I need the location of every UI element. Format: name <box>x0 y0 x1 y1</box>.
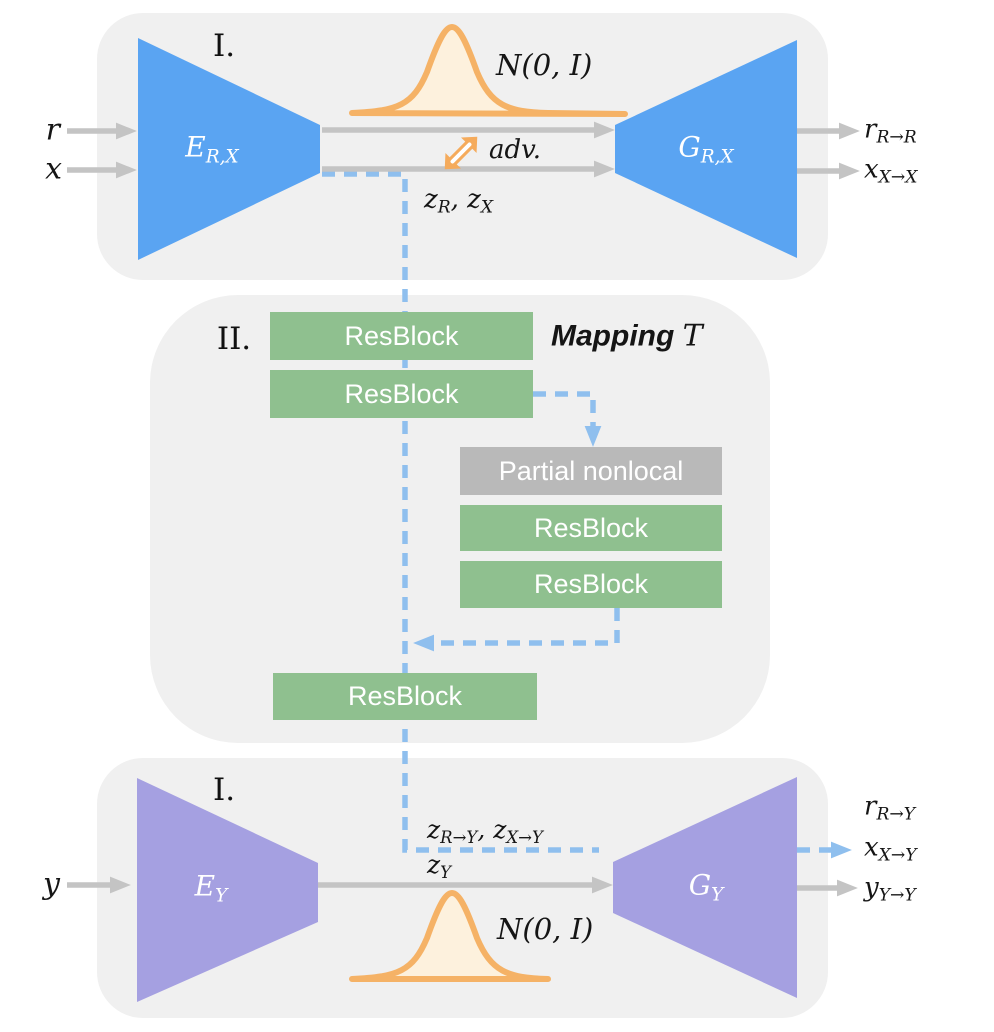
decoder-rx-label: GR,X <box>678 130 734 168</box>
encoder-rx-trapezoid <box>138 38 320 260</box>
input-y-label: y <box>43 866 60 902</box>
stage1-bottom-numeral: I. <box>212 772 236 808</box>
resblock-2: ResBlock <box>270 370 533 418</box>
resblock-5-label: ResBlock <box>347 681 463 711</box>
gaussian-curve-top <box>349 24 628 117</box>
partial-nonlocal-label: Partial nonlocal <box>498 455 684 486</box>
resblock-5: ResBlock <box>273 673 537 720</box>
resblock-1: ResBlock <box>270 312 533 360</box>
resblock-1-label: ResBlock <box>344 320 459 351</box>
output-y-label-bottom: yY→Y <box>864 872 916 906</box>
output-x-label-top: xX→X <box>864 154 918 188</box>
output-r-label-top: rR→R <box>864 114 917 148</box>
output-r-label-bottom: rR→Y <box>864 791 916 825</box>
resblock-4-label: ResBlock <box>533 569 649 599</box>
noise-label-top: N(0, I) <box>496 48 593 82</box>
stage2-numeral: II. <box>216 321 252 357</box>
adv-exchange-icon <box>444 136 478 170</box>
latent-routing-dashed-line <box>322 171 599 853</box>
partial-nonlocal-block: Partial nonlocal <box>460 447 722 495</box>
resblock-3-label: ResBlock <box>533 512 649 543</box>
resblock-3: ResBlock <box>460 505 722 551</box>
output-x-label-bottom: xX→Y <box>864 832 917 866</box>
latent-label-top: zR, zX <box>424 184 494 218</box>
decoder-rx-trapezoid <box>615 40 797 258</box>
resblock-2-label: ResBlock <box>344 378 459 409</box>
nonlocal-branch-return-dashed-arrow <box>413 608 620 652</box>
encoder-rx-label: ER,X <box>185 130 239 168</box>
latent-y-label: zY <box>427 849 452 883</box>
decoder-y-label: GY <box>688 868 724 906</box>
input-x-label: x <box>45 151 62 187</box>
input-r-label: r <box>45 112 60 148</box>
resblock-to-nonlocal-dashed-arrow <box>533 391 602 447</box>
decoder-y-trapezoid <box>613 777 797 998</box>
encoder-y-trapezoid <box>137 778 318 1002</box>
latent-mapped-label: zR→Y, zX→Y <box>427 814 543 848</box>
adv-label: adv. <box>489 135 542 165</box>
mapping-title: Mapping T <box>551 318 703 354</box>
stage1-top-numeral: I. <box>212 28 236 64</box>
gaussian-curve-bottom <box>349 890 551 982</box>
encoder-y-label: EY <box>194 869 228 907</box>
noise-label-bottom: N(0, I) <box>497 912 594 946</box>
resblock-4: ResBlock <box>460 561 722 608</box>
